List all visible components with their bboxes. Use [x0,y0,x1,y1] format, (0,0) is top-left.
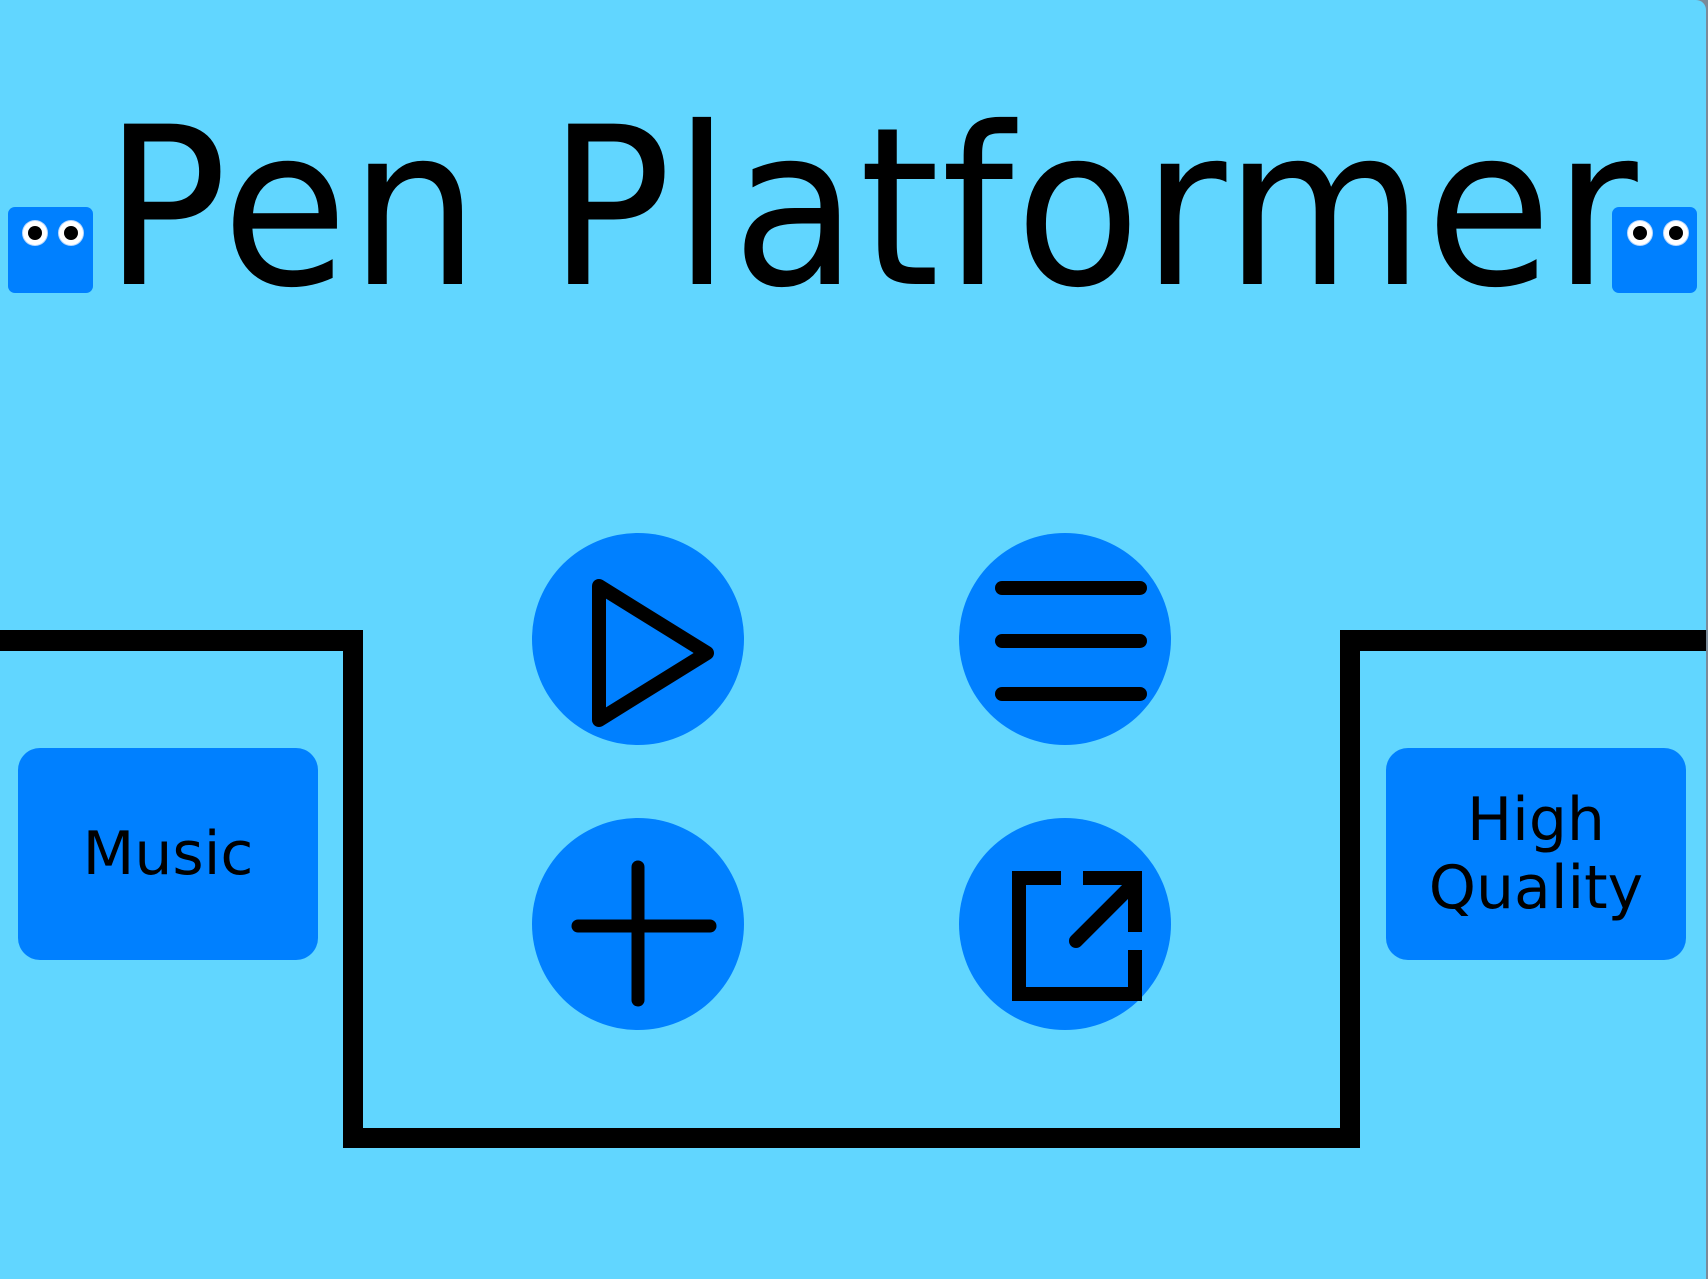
platform-left-top [0,630,363,651]
platform-floor [343,1128,1360,1148]
high-quality-toggle-button[interactable]: High Quality [1386,748,1686,960]
eye-icon [23,221,47,245]
quality-label-line2: Quality [1428,853,1644,923]
quality-label-line1: High [1467,785,1605,855]
player-character-icon-right [1612,207,1697,293]
external-link-icon [1012,871,1142,1001]
player-character-icon-left [8,207,93,293]
play-button[interactable] [532,533,744,745]
levels-menu-button[interactable] [959,533,1171,745]
eye-icon [1628,221,1652,245]
play-icon [592,579,714,727]
music-toggle-button[interactable]: Music [18,748,318,960]
plus-icon [571,860,717,1007]
eye-icon [1664,221,1688,245]
platform-right-top [1340,630,1706,651]
menu-icon [995,581,1147,701]
platform-left-wall [343,630,363,1148]
share-button[interactable] [959,818,1171,1030]
music-label: Music [82,819,254,889]
eye-icon [59,221,83,245]
create-level-button[interactable] [532,818,744,1030]
game-title: Pen Platformer [104,80,1640,336]
platform-right-wall [1340,630,1360,1148]
